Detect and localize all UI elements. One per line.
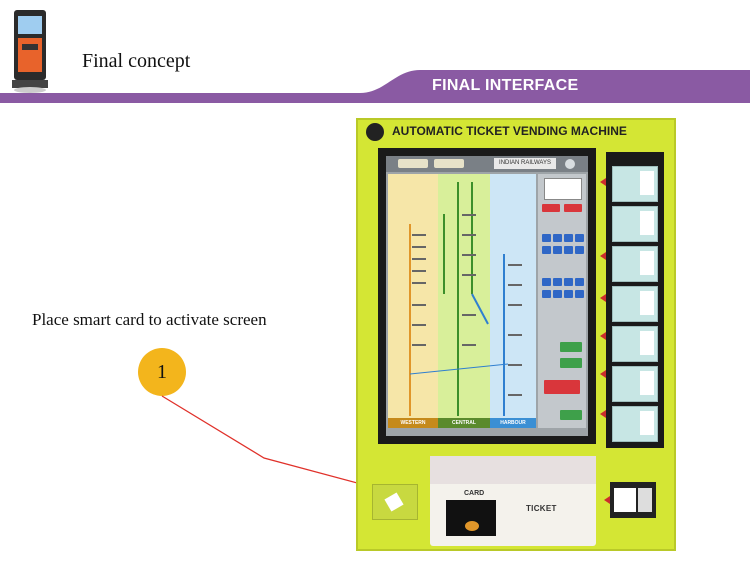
step-number-badge: 1 [138,348,186,396]
child-count-8[interactable] [575,290,584,298]
step-tile-select-station [612,206,658,242]
single-journey-button[interactable] [560,342,582,352]
adult-count-3[interactable] [564,234,573,242]
instruction-strip [606,152,664,448]
vending-machine: AUTOMATIC TICKET VENDING MACHINE INDIAN … [356,118,676,551]
step-tile-collect-ticket [612,406,658,442]
ticket-options-panel [538,174,586,428]
adult-count-7[interactable] [564,246,573,254]
cancel-button[interactable] [542,204,560,212]
railway-label: INDIAN RAILWAYS [494,158,556,169]
banner-label: FINAL INTERFACE [432,77,579,94]
insert-card-icon [372,484,418,520]
adult-count-8[interactable] [575,246,584,254]
zone-label-central: CENTRAL [438,418,490,428]
step-tile-insert-card [612,166,658,202]
zone-label-harbour: HARBOUR [490,418,536,428]
slot-cover [430,456,596,484]
ticket-label: TICKET [526,504,557,513]
pay-button[interactable] [560,410,582,420]
page-title: Final concept [82,50,191,72]
return-journey-button[interactable] [560,358,582,368]
adult-count-2[interactable] [553,234,562,242]
screen-display: INDIAN RAILWAYS [386,156,588,436]
child-count-2[interactable] [553,278,562,286]
kiosk-thumbnail-icon [12,10,48,93]
child-count-6[interactable] [553,290,562,298]
adult-count-4[interactable] [575,234,584,242]
fare-display [544,178,582,200]
route-lines [409,182,522,416]
central-zone [438,174,490,428]
strip-arrow-icon [600,370,606,378]
card-label: CARD [464,490,485,497]
route-map[interactable]: WESTERN CENTRAL HARBOUR [388,174,536,428]
strip-arrow-icon [600,410,606,418]
child-count-5[interactable] [542,290,551,298]
touch-screen[interactable]: INDIAN RAILWAYS [378,148,596,444]
card-tap-icon [465,521,479,531]
child-count-7[interactable] [564,290,573,298]
child-count-4[interactable] [575,278,584,286]
card-reader-slot[interactable] [446,500,496,536]
zone-label-western: WESTERN [388,418,438,428]
strip-arrow-icon [600,178,606,186]
strip-arrow-icon [600,332,606,340]
adult-count-6[interactable] [553,246,562,254]
harbour-zone [490,174,536,428]
screen-topbar: INDIAN RAILWAYS [386,156,588,172]
payment-arrow-icon [604,496,610,504]
adult-count-5[interactable] [542,246,551,254]
step-tile-journey-type [612,286,658,322]
step-tile-payment [612,366,658,402]
child-count-3[interactable] [564,278,573,286]
section-banner [0,70,750,103]
step-tile-confirm [612,326,658,362]
strip-arrow-icon [600,294,606,302]
card-ticket-slot: CARD TICKET [430,456,596,546]
railway-logo-icon [366,123,384,141]
western-zone [388,174,438,428]
instruction-text: Place smart card to activate screen [32,310,267,329]
home-icon[interactable] [564,158,576,170]
child-count-1[interactable] [542,278,551,286]
class-selector[interactable] [544,380,580,394]
payment-card-icon [610,482,656,518]
language-button-2[interactable] [434,159,464,168]
language-button-1[interactable] [398,159,428,168]
strip-arrow-icon [600,252,606,260]
adult-count-1[interactable] [542,234,551,242]
step-tile-passengers [612,246,658,282]
help-button[interactable] [564,204,582,212]
machine-title: AUTOMATIC TICKET VENDING MACHINE [392,124,627,138]
